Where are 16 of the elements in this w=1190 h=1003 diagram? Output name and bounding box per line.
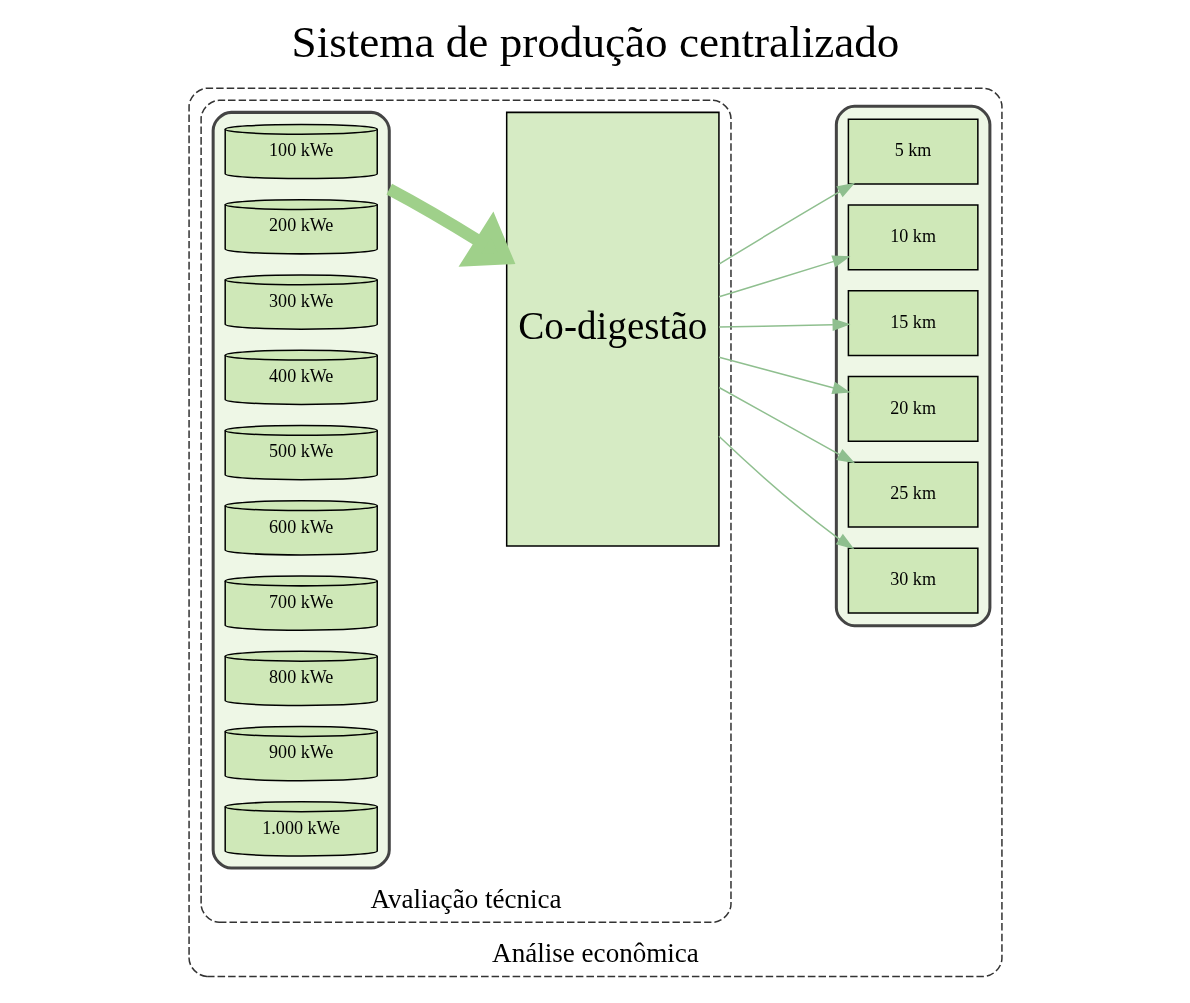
arrow	[717, 435, 854, 550]
node-box: 15 km	[847, 290, 979, 357]
arrow	[718, 182, 855, 265]
arrow	[385, 183, 515, 267]
node-box: 25 km	[847, 461, 979, 528]
arrow	[717, 255, 851, 298]
node-box: 5 km	[847, 118, 979, 185]
node-box: Co-digestão	[505, 111, 720, 547]
arrow	[717, 386, 855, 464]
arrow	[717, 356, 851, 394]
cluster	[211, 110, 391, 870]
node-box: 30 km	[847, 547, 979, 614]
node-box: 10 km	[847, 204, 979, 271]
arrow	[717, 318, 851, 332]
node-box: 20 km	[847, 375, 979, 443]
diagram-title: Sistema de produção centralizado	[291, 16, 899, 67]
